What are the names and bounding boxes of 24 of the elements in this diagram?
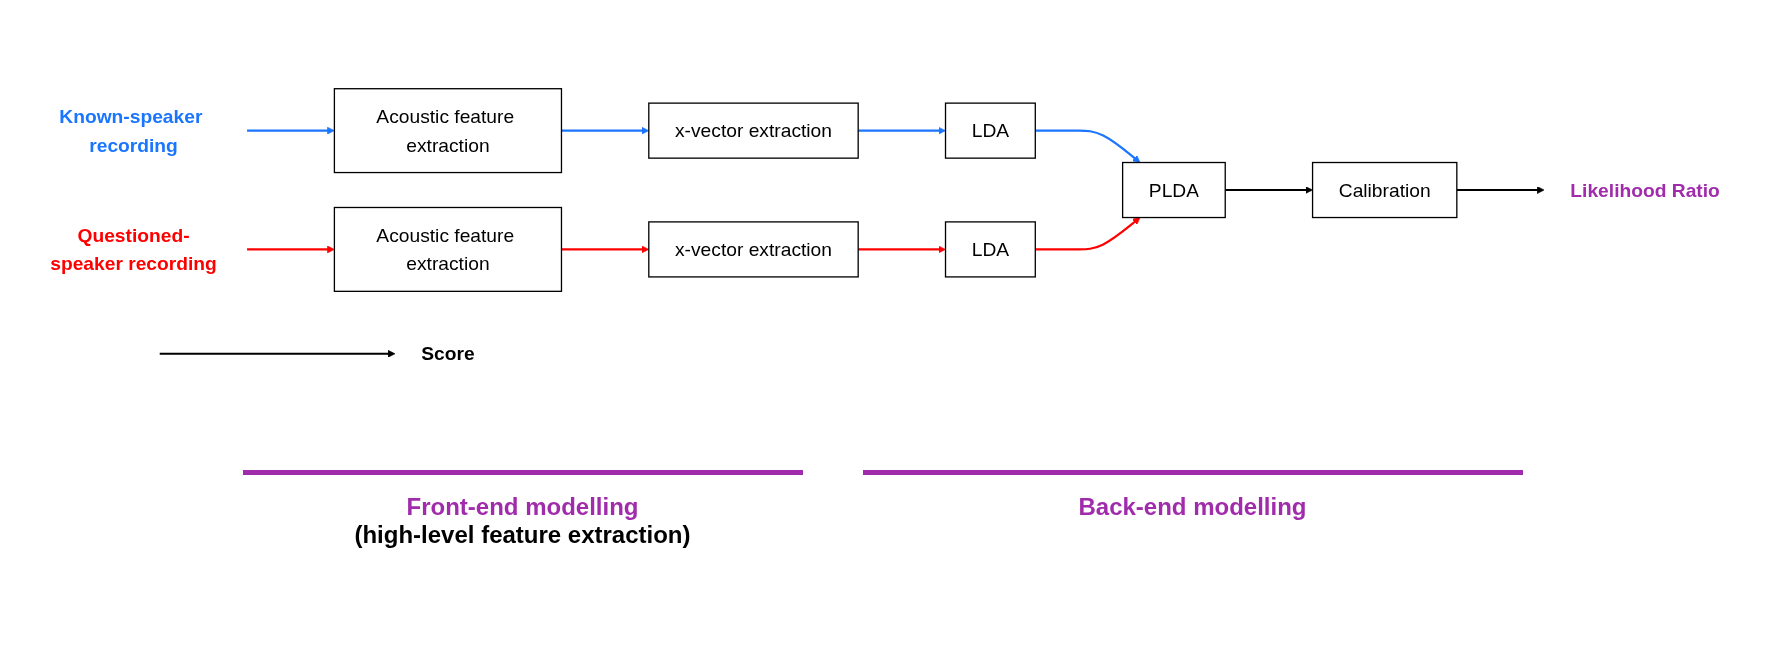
section-label: Front-end modelling bbox=[406, 493, 639, 521]
arrow bbox=[1034, 129, 1140, 163]
node-box: Acoustic feature extraction bbox=[333, 88, 562, 174]
node-text: Score bbox=[420, 342, 475, 365]
arrow bbox=[1034, 217, 1140, 251]
arrow bbox=[1456, 186, 1544, 194]
node-box: x-vector extraction bbox=[647, 102, 859, 159]
arrow bbox=[159, 349, 395, 358]
node-box: LDA bbox=[944, 221, 1036, 278]
arrow bbox=[560, 245, 649, 254]
node-box: x-vector extraction bbox=[647, 221, 859, 278]
section-label: Back-end modelling bbox=[1078, 493, 1307, 521]
arrow bbox=[1224, 186, 1313, 194]
node-text: Likelihood Ratio bbox=[1569, 179, 1720, 201]
node-box: PLDA bbox=[1121, 161, 1226, 219]
arrow bbox=[857, 245, 946, 254]
arrow bbox=[560, 126, 649, 135]
node-text: Questioned-speaker recording bbox=[49, 224, 217, 275]
node-box: Acoustic feature extraction bbox=[333, 206, 562, 292]
node-text: Known-speaker recording bbox=[58, 105, 202, 156]
node-box: LDA bbox=[944, 102, 1036, 159]
section-label: (high-level feature extraction) bbox=[354, 521, 691, 549]
arrow bbox=[857, 126, 946, 135]
node-box: Calibration bbox=[1311, 161, 1457, 219]
